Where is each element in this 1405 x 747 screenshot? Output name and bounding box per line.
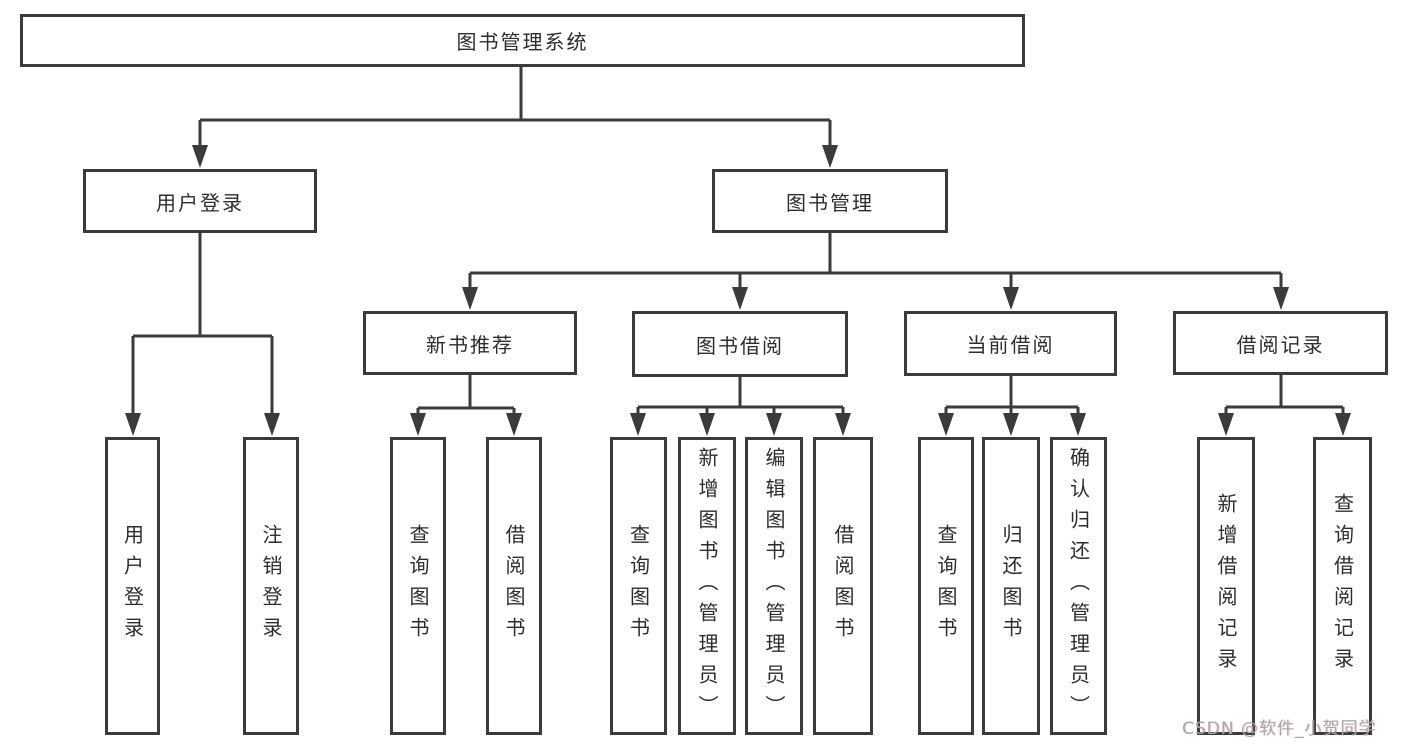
connector-current-borrow-children <box>944 376 1080 415</box>
arrowhead-icon <box>462 287 478 310</box>
arrowhead-icon <box>1273 287 1289 310</box>
node-label: 图书管理 <box>786 190 874 215</box>
node-label: 确认归还（管理员） <box>1066 446 1091 726</box>
leaf-query-books-borrow: 查询图书 <box>610 437 667 735</box>
node-label: 借阅图书 <box>502 524 526 648</box>
arrowhead-icon <box>699 413 715 436</box>
node-label: 查询图书 <box>406 524 430 648</box>
leaf-query-books-recommend: 查询图书 <box>390 437 446 735</box>
node-new-book-recommend: 新书推荐 <box>363 311 577 375</box>
node-label: 查询图书 <box>626 524 651 648</box>
arrowhead-icon <box>766 413 782 436</box>
arrowhead-icon <box>410 413 426 436</box>
leaf-user-login: 用户登录 <box>105 437 160 735</box>
leaf-add-book-admin: 新增图书（管理员） <box>678 437 736 735</box>
arrowhead-icon <box>125 413 141 436</box>
node-borrow-records: 借阅记录 <box>1173 311 1388 375</box>
node-label: 归还图书 <box>999 524 1023 648</box>
connector-book-management-children <box>468 233 1283 289</box>
connector-user-login-children <box>131 233 274 415</box>
leaf-edit-book-admin: 编辑图书（管理员） <box>745 437 803 735</box>
node-label: 新增图书（管理员） <box>695 446 719 726</box>
connector-root-to-level2 <box>198 67 832 147</box>
leaf-borrow-books-borrow: 借阅图书 <box>813 437 873 735</box>
node-label: 新增借阅记录 <box>1214 493 1238 679</box>
leaf-query-books-current: 查询图书 <box>918 437 974 735</box>
node-book-management: 图书管理 <box>712 169 948 233</box>
node-library-management-system: 图书管理系统 <box>20 14 1025 67</box>
arrowhead-icon <box>835 413 851 436</box>
node-current-borrow: 当前借阅 <box>904 311 1117 376</box>
node-label: 用户登录 <box>120 524 145 648</box>
node-label: 查询图书 <box>934 524 958 648</box>
node-user-login: 用户登录 <box>83 169 317 233</box>
arrowhead-icon <box>732 287 748 310</box>
leaf-query-borrow-record: 查询借阅记录 <box>1313 437 1372 735</box>
node-label: 查询借阅记录 <box>1330 493 1355 679</box>
leaf-add-borrow-record: 新增借阅记录 <box>1197 437 1255 735</box>
node-label: 当前借阅 <box>966 333 1055 357</box>
node-label: 图书管理系统 <box>456 30 589 54</box>
node-label: 借阅记录 <box>1236 332 1325 357</box>
leaf-borrow-books-recommend: 借阅图书 <box>486 437 542 735</box>
node-book-borrow: 图书借阅 <box>632 311 848 377</box>
csdn-watermark: CSDN @软件_小贺同学 <box>1182 719 1377 739</box>
arrowhead-icon <box>822 145 838 168</box>
node-label: 用户登录 <box>156 190 244 215</box>
connector-new-book-recommend-children <box>416 375 516 415</box>
leaf-return-book: 归还图书 <box>982 437 1040 735</box>
arrowhead-icon <box>1335 413 1351 436</box>
arrowhead-icon <box>1003 413 1019 436</box>
node-label: 图书借阅 <box>696 333 784 358</box>
connector-book-borrow-children <box>636 377 845 415</box>
node-label: 注销登录 <box>259 524 283 648</box>
leaf-confirm-return-admin: 确认归还（管理员） <box>1050 437 1107 735</box>
arrowhead-icon <box>264 413 280 436</box>
arrowhead-icon <box>630 413 646 436</box>
arrowhead-icon <box>1070 413 1086 436</box>
arrowhead-icon <box>1003 287 1019 310</box>
arrowhead-icon <box>938 413 954 436</box>
node-label: 借阅图书 <box>831 524 855 648</box>
node-label: 编辑图书（管理员） <box>762 446 786 726</box>
node-label: 新书推荐 <box>426 332 514 357</box>
connector-borrow-records-children <box>1224 375 1345 415</box>
arrowhead-icon <box>192 145 208 168</box>
arrowhead-icon <box>506 413 522 436</box>
leaf-logout: 注销登录 <box>243 437 299 735</box>
arrowhead-icon <box>1218 413 1234 436</box>
